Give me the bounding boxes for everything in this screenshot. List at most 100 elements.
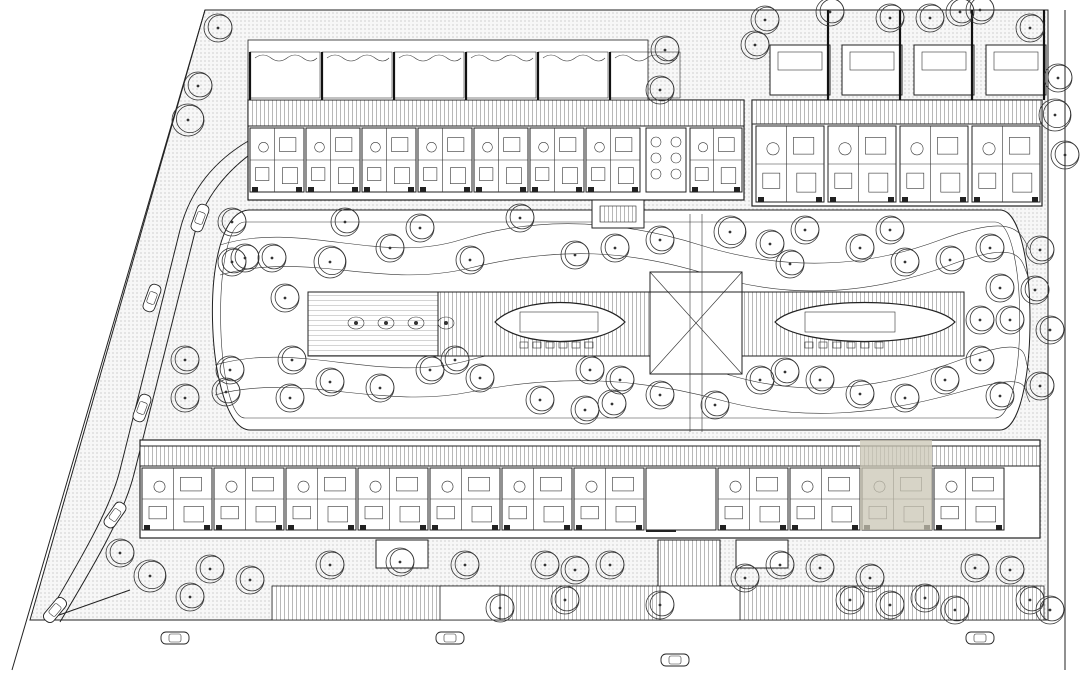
tree-trunk (1038, 384, 1042, 388)
car (660, 653, 690, 667)
tree-trunk (783, 370, 787, 374)
tree-trunk (228, 368, 232, 372)
tree-canopy-inner (879, 4, 905, 30)
tree-canopy-inner (1054, 141, 1080, 167)
tree-trunk (378, 386, 382, 390)
tree-trunk (818, 566, 822, 570)
south-units (141, 467, 1005, 531)
tree-canopy-inner (999, 306, 1025, 332)
tree-canopy-inner (389, 548, 415, 574)
tree-trunk (943, 378, 947, 382)
highlighted-unit (860, 440, 932, 530)
sun-lounger (804, 341, 814, 349)
tree-trunk (1033, 288, 1037, 292)
villa-unit (827, 125, 897, 203)
tree-trunk (288, 396, 292, 400)
tree-trunk (903, 396, 907, 400)
tree-trunk (248, 578, 252, 582)
tree-canopy (171, 103, 205, 137)
tree-canopy-inner (734, 564, 760, 590)
hedge (398, 54, 462, 62)
tree-trunk (1048, 608, 1052, 612)
north-unit (529, 127, 585, 193)
hedge (254, 54, 318, 62)
tree-canopy-inner (454, 551, 480, 577)
tree-trunk (270, 256, 274, 260)
pool-west (494, 302, 626, 342)
tree-canopy-inner (219, 356, 245, 382)
tree-trunk (658, 393, 662, 397)
tree-trunk (888, 603, 892, 607)
sun-lounger (532, 341, 542, 349)
tree-canopy-inner (1019, 586, 1045, 612)
tree-canopy-inner (754, 6, 780, 32)
stair-landing (650, 152, 662, 164)
tree-canopy-inner (1047, 64, 1073, 90)
tree-trunk (713, 403, 717, 407)
tree-trunk (1056, 76, 1060, 80)
tree-canopy-inner (809, 554, 835, 580)
tree-canopy-inner (859, 564, 885, 590)
lounge-table (347, 316, 365, 330)
tree-canopy (1038, 98, 1072, 132)
tree-canopy-inner (944, 596, 970, 622)
car (42, 597, 68, 623)
tree-trunk (468, 258, 472, 262)
tree-canopy-inner (934, 366, 960, 392)
tree-canopy-inner (109, 539, 135, 565)
villas (755, 10, 1047, 203)
north-unit (473, 127, 529, 193)
hedge (542, 54, 606, 62)
tree-trunk (610, 402, 614, 406)
tree-canopy-inner (379, 234, 405, 260)
tree-trunk (848, 598, 852, 602)
tree-canopy-inner (187, 72, 213, 98)
villa-pool (993, 51, 1039, 71)
tree-canopy-inner (239, 566, 265, 592)
tree-canopy-inner (215, 378, 241, 404)
stair-landing (650, 168, 662, 180)
tree-trunk (613, 246, 617, 250)
tree-trunk (1028, 598, 1032, 602)
tree-canopy-inner (1039, 316, 1065, 342)
tree-canopy-inner (704, 391, 730, 417)
tree-trunk (903, 260, 907, 264)
tree-trunk (998, 286, 1002, 290)
tree-trunk (563, 598, 567, 602)
tree-canopy-inner (174, 346, 200, 372)
sun-lounger (545, 341, 555, 349)
villa-pool (921, 51, 967, 71)
tree-canopy-inner (1029, 236, 1055, 262)
tree-trunk (216, 26, 220, 30)
tree-canopy-inner (281, 346, 307, 372)
tree-trunk (538, 398, 542, 402)
tree-canopy-inner (809, 366, 835, 392)
tree-trunk (1063, 153, 1067, 157)
car (132, 393, 152, 423)
tree-canopy-inner (999, 556, 1025, 582)
tree-trunk (788, 262, 792, 266)
stair-landing (670, 152, 682, 164)
tree-trunk (243, 256, 247, 260)
tree-canopy-inner (989, 382, 1015, 408)
tree-canopy-inner (1029, 372, 1055, 398)
tree-canopy-inner (979, 234, 1005, 260)
tree-canopy-inner (409, 214, 435, 240)
tree-trunk (828, 10, 832, 14)
tree-trunk (478, 376, 482, 380)
tree-canopy-inner (207, 14, 233, 40)
tree-canopy-inner (334, 208, 360, 234)
sun-lounger (846, 341, 856, 349)
car (160, 631, 190, 645)
tree-canopy-inner (489, 594, 515, 620)
south-unit (141, 467, 213, 531)
tree-canopy-inner (199, 555, 225, 581)
tree-trunk (658, 238, 662, 242)
south-unit (357, 467, 429, 531)
tree-canopy-inner (744, 31, 770, 57)
pool-east (774, 301, 956, 343)
tree-trunk (978, 8, 982, 12)
tree-canopy-inner (579, 356, 605, 382)
tree-trunk (803, 228, 807, 232)
tree-trunk (923, 596, 927, 600)
